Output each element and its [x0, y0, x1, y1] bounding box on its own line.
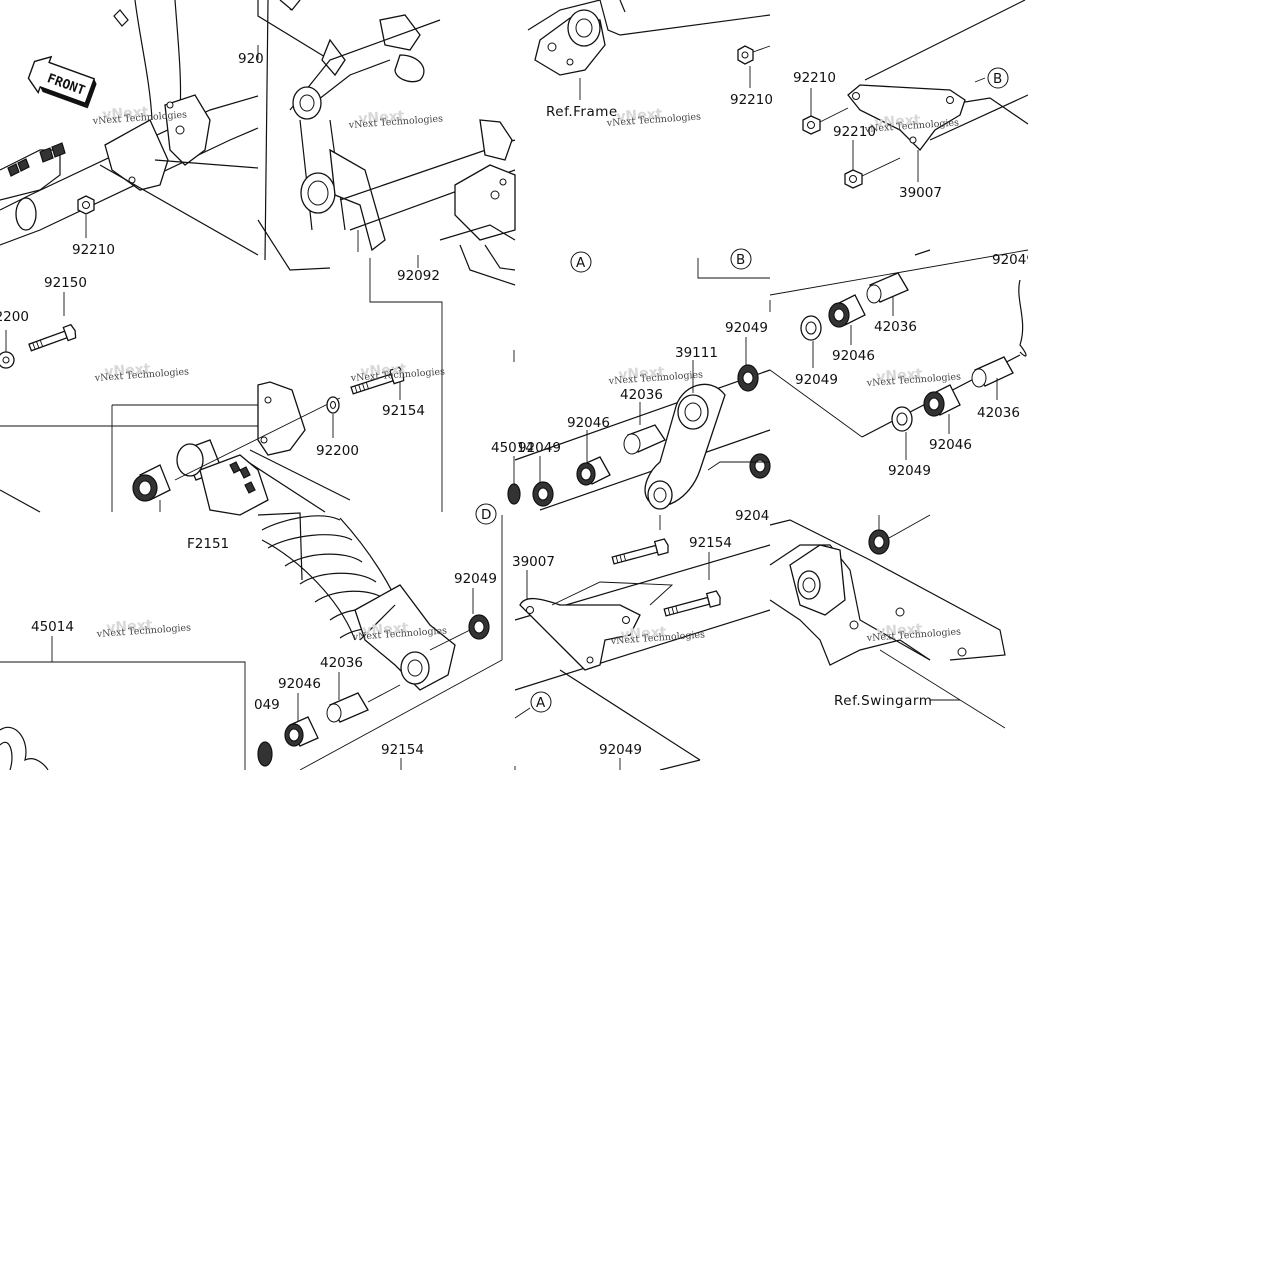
- svg-text:vNext: vNext: [616, 106, 663, 125]
- svg-text:vNext: vNext: [358, 108, 405, 127]
- label-92092: 92092: [397, 268, 440, 284]
- label-39007-a: 39007: [899, 185, 942, 201]
- callout-a-top: A: [570, 251, 592, 273]
- callout-d-left: D: [475, 503, 497, 525]
- bolt-92150: [28, 323, 77, 352]
- bolt-92154-b2: [663, 590, 721, 617]
- label-9204-partial: 9204: [735, 508, 769, 524]
- label-92046-d: 92046: [278, 676, 321, 692]
- panel-bracket-bolts: 39007 92154 A 92049: [512, 515, 771, 771]
- washer-92049-sw: [868, 529, 890, 555]
- svg-text:vNext: vNext: [362, 620, 409, 639]
- panel-frame-front: FRONT 92210 920: [0, 0, 264, 258]
- nut-92210-left: [77, 195, 95, 215]
- nut-92210-right-a: [802, 115, 821, 135]
- label-92200: 92200: [316, 443, 359, 459]
- label-049-partial: 049: [254, 697, 280, 713]
- label-92049-e: 92049: [454, 571, 497, 587]
- bushing-left: [132, 464, 171, 502]
- svg-text:vNext: vNext: [102, 104, 149, 123]
- sleeve-42036-s1: [326, 692, 369, 723]
- nut-92210-top: [737, 45, 754, 65]
- svg-text:vNext: vNext: [618, 364, 665, 383]
- front-arrow-icon: FRONT: [27, 55, 97, 109]
- washer-92049-r2: [891, 406, 913, 432]
- label-92154-c: 92154: [381, 742, 424, 758]
- washer-92049-c3: [532, 481, 554, 507]
- label-92154-a: 92154: [382, 403, 425, 419]
- callout-b-right-text: B: [993, 71, 1002, 87]
- callout-a-bottom-text: A: [536, 695, 546, 711]
- panel-shock-spring: 92049 42036 92046 049 92154: [254, 512, 503, 771]
- svg-text:vNext: vNext: [876, 621, 923, 640]
- svg-text:vNext: vNext: [620, 624, 667, 643]
- bearing-92046-r2: [923, 384, 961, 417]
- label-42036-b: 42036: [874, 319, 917, 335]
- label-92210-b: 92210: [730, 92, 773, 108]
- callout-a-top-text: A: [576, 255, 586, 271]
- label-92210-c: 92210: [793, 70, 836, 86]
- label-f2151: F2151: [187, 536, 229, 552]
- label-92049-partial-tr: 92049: [992, 252, 1035, 268]
- sleeve-42036-c: [623, 424, 666, 455]
- label-922-partial: 920: [238, 51, 264, 67]
- panel-shock-absorber: F2151 45014: [0, 536, 246, 771]
- ref-swingarm: Ref.Swingarm: [834, 693, 932, 709]
- label-92049-c: 92049: [795, 372, 838, 388]
- label-92049-f: 92049: [599, 742, 642, 758]
- label-92046-c: 92046: [929, 437, 972, 453]
- nut-92210-right-b: [844, 169, 863, 189]
- svg-text:vNext: vNext: [874, 112, 921, 131]
- callout-d-left-text: D: [481, 507, 491, 523]
- label-42036-d: 42036: [320, 655, 363, 671]
- svg-text:vNext: vNext: [104, 361, 151, 380]
- panel-rocker: 39111 92049 9204 42036 92046: [475, 300, 771, 525]
- label-920-partial: 45014: [491, 440, 534, 456]
- label-92210-d: 92210: [833, 124, 876, 140]
- svg-text:vNext: vNext: [106, 617, 153, 636]
- label-92210-a: 92210: [72, 242, 115, 258]
- label-92046-b: 92046: [832, 348, 875, 364]
- label-92150: 92150: [44, 275, 87, 291]
- callout-b-mid: B: [730, 248, 752, 270]
- sleeve-42036-r2: [971, 356, 1014, 388]
- panel-frame-ref: Ref.Frame 92210 A B: [527, 0, 773, 279]
- washer-92049-s1: [468, 614, 490, 640]
- panel-shock-top-bolt: 92150 92200: [0, 275, 425, 516]
- label-92200-partial: 92200: [0, 309, 29, 325]
- label-45014: 45014: [31, 619, 74, 635]
- ref-frame: Ref.Frame: [546, 104, 618, 120]
- panel-bracket-39007: B 92210 92210 39007: [793, 0, 1029, 201]
- panel-bearings-right: 92049 92049 92046 42036 92049: [769, 249, 1035, 479]
- svg-text:vNext: vNext: [876, 366, 923, 385]
- label-92154-b: 92154: [689, 535, 732, 551]
- bolt-92154-b1: [611, 538, 669, 565]
- washer-92049-r1: [800, 315, 822, 341]
- bolt-92154-top: [350, 366, 405, 395]
- label-92046-a: 92046: [567, 415, 610, 431]
- label-92049-b: 92049: [518, 440, 561, 456]
- callout-a-bottom: A: [530, 691, 552, 713]
- sleeve-42036-r1: [866, 272, 909, 304]
- panel-swingarm: Ref.Swingarm: [769, 514, 1006, 729]
- label-92049-d: 92049: [888, 463, 931, 479]
- label-39111: 39111: [675, 345, 718, 361]
- bearing-92046-s1: [284, 716, 319, 747]
- washer-92049-c2: [749, 453, 771, 479]
- label-39007-b: 39007: [512, 554, 555, 570]
- washer-92049-c1: [737, 364, 759, 392]
- label-42036-a: 42036: [620, 387, 663, 403]
- label-42036-c: 42036: [977, 405, 1020, 421]
- bearing-92046-r1: [828, 294, 866, 328]
- callout-b-right: B: [987, 67, 1009, 89]
- callout-b-mid-text: B: [736, 252, 745, 268]
- bearing-92046-c: [576, 456, 611, 486]
- panel-shock-mount: 92092: [257, 0, 516, 512]
- svg-text:vNext: vNext: [360, 361, 407, 380]
- label-92049-a: 92049: [725, 320, 768, 336]
